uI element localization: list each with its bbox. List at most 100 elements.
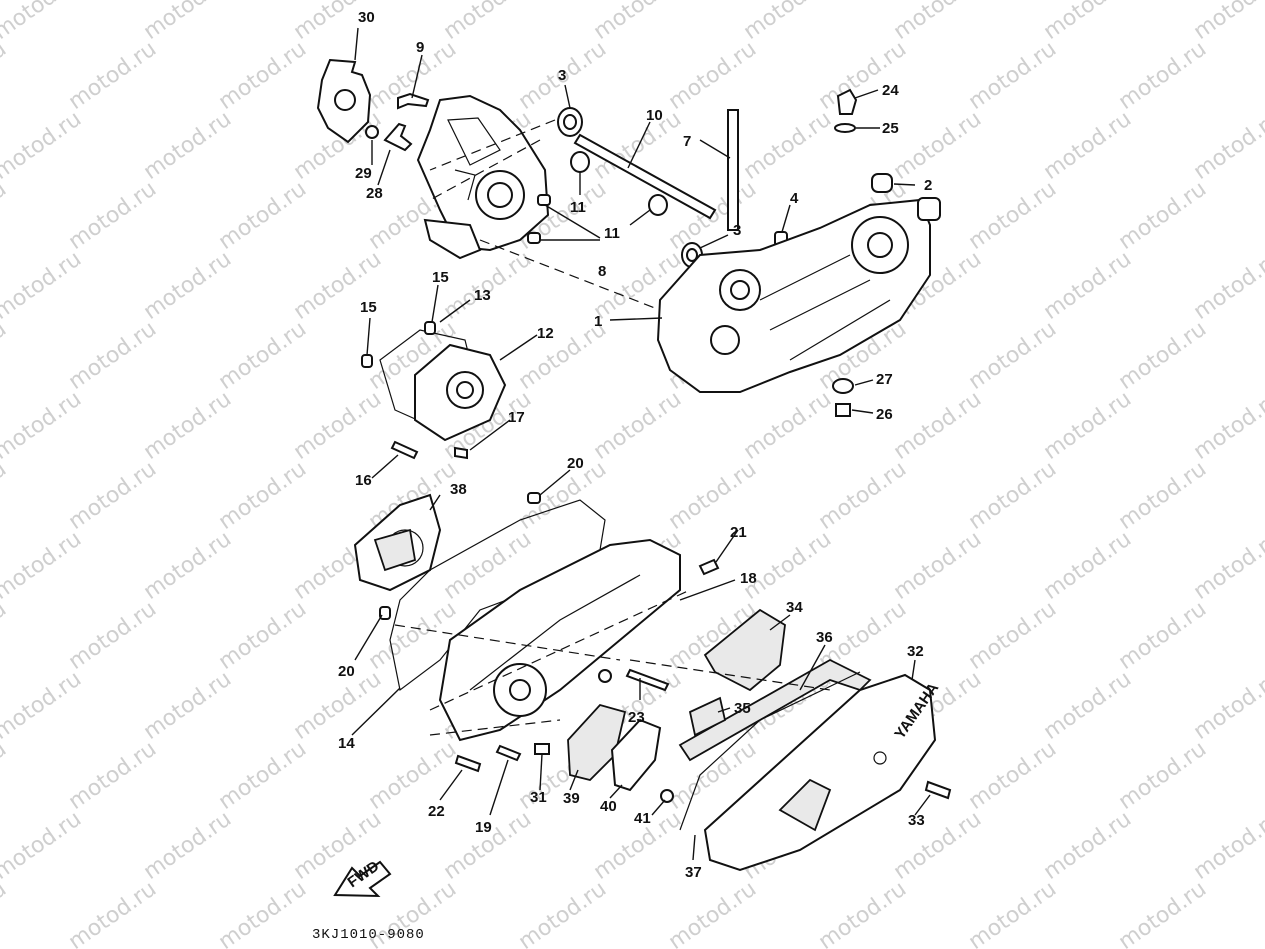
watermark-text: motod.ru	[589, 0, 686, 45]
watermark-text: motod.ru	[0, 317, 11, 395]
part-10-shaft	[573, 133, 717, 220]
callout-19: 19	[475, 819, 492, 836]
callout-26: 26	[876, 406, 893, 423]
callout-25: 25	[882, 120, 899, 137]
callout-15a: 15	[432, 269, 449, 286]
callout-8: 8	[598, 263, 606, 280]
part-7-pin	[727, 109, 739, 231]
part-15-dowels	[361, 321, 436, 368]
watermark-text: motod.ru	[214, 457, 311, 535]
callout-18: 18	[740, 570, 757, 587]
callout-16: 16	[355, 472, 372, 489]
callout-9: 9	[416, 39, 424, 56]
part-26-bolt	[835, 403, 851, 417]
part-27-washer	[832, 378, 854, 394]
watermark-text: motod.ru	[0, 0, 86, 45]
watermark-text: motod.ru	[139, 107, 236, 185]
callout-12: 12	[537, 325, 554, 342]
watermark-text: motod.ru	[0, 597, 11, 675]
watermark-text: motod.ru	[889, 387, 986, 465]
part-25-washer	[834, 123, 856, 133]
watermark-text: motod.ru	[1039, 527, 1136, 605]
watermark-text: motod.ru	[1039, 0, 1136, 45]
part-20-dowels	[379, 492, 541, 620]
callout-37: 37	[685, 864, 702, 881]
watermark-text: motod.ru	[1189, 527, 1265, 605]
watermark-text: motod.ru	[1039, 807, 1136, 885]
callout-3b: 3	[733, 222, 741, 239]
watermark-text: motod.ru	[214, 177, 311, 255]
watermark-text: motod.ru	[1114, 177, 1211, 255]
callout-38: 38	[450, 481, 467, 498]
watermark-text: motod.ru	[214, 737, 311, 815]
part-9-bolt	[397, 92, 430, 110]
callout-34: 34	[786, 599, 803, 616]
part-1-crankcase	[656, 197, 941, 393]
watermark-text: motod.ru	[814, 37, 911, 115]
callout-13: 13	[474, 287, 491, 304]
fwd-arrow-icon	[333, 860, 392, 898]
watermark-text: motod.ru	[589, 387, 686, 465]
watermark-text: motod.ru	[1114, 597, 1211, 675]
watermark-text: motod.ru	[964, 597, 1061, 675]
callout-21: 21	[730, 524, 747, 541]
callout-24: 24	[882, 82, 899, 99]
watermark-text: motod.ru	[814, 877, 911, 949]
watermark-text: motod.ru	[1039, 667, 1136, 745]
callout-20a: 20	[567, 455, 584, 472]
callout-30: 30	[358, 9, 375, 26]
watermark-text: motod.ru	[964, 177, 1061, 255]
watermark-text: motod.ru	[0, 807, 86, 885]
watermark-text: motod.ru	[64, 877, 161, 949]
watermark-text: motod.ru	[964, 737, 1061, 815]
watermark-text: motod.ru	[1039, 107, 1136, 185]
part-17-bolt	[454, 446, 468, 460]
watermark-text: motod.ru	[1189, 0, 1265, 45]
watermark-text: motod.ru	[1114, 737, 1211, 815]
watermark-text: motod.ru	[139, 667, 236, 745]
part-33-bolt	[924, 780, 952, 800]
part-29-bolt	[365, 125, 379, 139]
part-22-bolt	[454, 754, 482, 773]
part-35-pad	[688, 696, 727, 737]
watermark-text: motod.ru	[64, 177, 161, 255]
callout-28: 28	[366, 185, 383, 202]
part-28-bracket	[383, 122, 413, 152]
watermark-text: motod.ru	[1189, 667, 1265, 745]
watermark-text: motod.ru	[0, 667, 86, 745]
callout-numbers: 30 9 29 28 3 10 11 11 8 7 3 4 1 24 25 2 …	[338, 9, 932, 881]
watermark-text: motod.ru	[1189, 387, 1265, 465]
watermark-text: motod.ru	[139, 527, 236, 605]
watermark-text: motod.ru	[0, 387, 86, 465]
callout-36: 36	[816, 629, 833, 646]
part-40-bracket	[610, 718, 662, 792]
watermark-text: motod.ru	[664, 37, 761, 115]
callout-40: 40	[600, 798, 617, 815]
watermark-text: motod.ru	[964, 457, 1061, 535]
callout-20b: 20	[338, 663, 355, 680]
callout-10: 10	[646, 107, 663, 124]
watermark-text: motod.ru	[139, 807, 236, 885]
watermark-text: motod.ru	[139, 247, 236, 325]
watermark-text: motod.ru	[64, 737, 161, 815]
callout-29: 29	[355, 165, 372, 182]
watermark-text: motod.ru	[364, 737, 461, 815]
callout-14: 14	[338, 735, 355, 752]
watermark-text: motod.ru	[214, 317, 311, 395]
part-23-bolt	[598, 668, 670, 692]
watermark-text: motod.ru	[214, 597, 311, 675]
part-31-bolt	[534, 743, 550, 755]
watermark-text: motod.ru	[1189, 107, 1265, 185]
callout-17: 17	[508, 409, 525, 426]
watermark-text: motod.ru	[0, 177, 11, 255]
watermark-text: motod.ru	[739, 527, 836, 605]
watermark-text: motod.ru	[289, 387, 386, 465]
leader-lines	[351, 27, 931, 861]
watermark-text: motod.ru	[814, 457, 911, 535]
part-21-bolt	[698, 558, 720, 576]
part-30-plate	[316, 58, 372, 144]
callout-4: 4	[790, 190, 799, 207]
part-38-plate	[353, 493, 442, 592]
watermark-text: motod.ru	[1114, 37, 1211, 115]
